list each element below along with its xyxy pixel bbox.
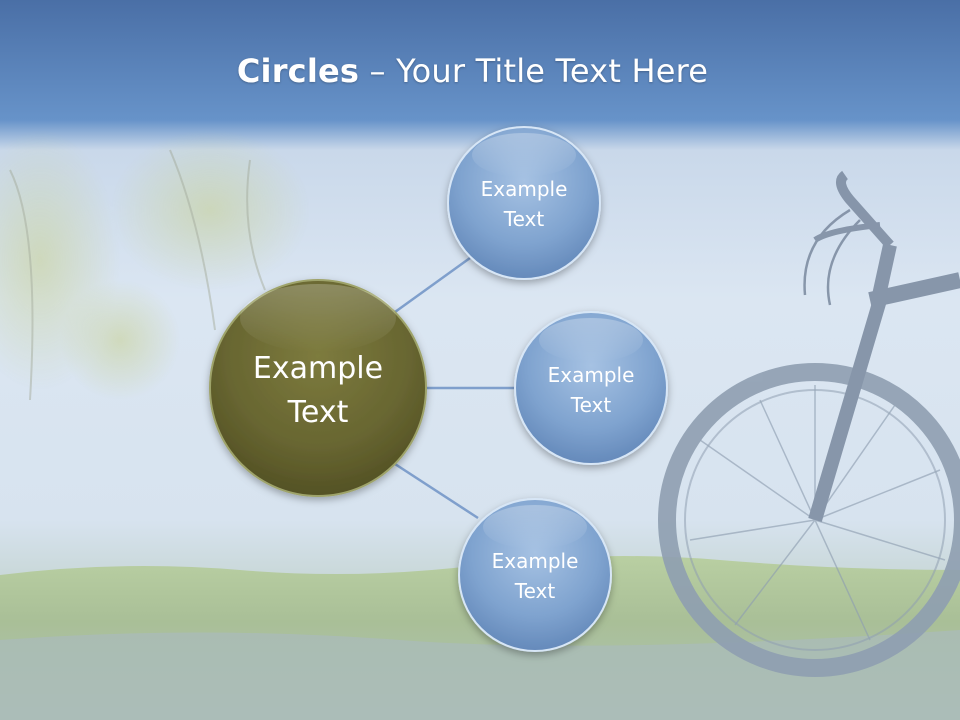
center-circle[interactable]: Example Text (209, 279, 427, 497)
center-circle-line2: Text (287, 395, 349, 430)
connector-line-top (394, 256, 471, 314)
node-circle-top[interactable]: Example Text (447, 126, 601, 280)
slide-title-rest: – Your Title Text Here (359, 52, 709, 90)
grass-field (0, 556, 960, 720)
node-middle-line1: Example (548, 363, 635, 387)
node-bottom-line2: Text (514, 579, 556, 603)
node-circle-middle[interactable]: Example Text (514, 311, 668, 465)
node-middle-line2: Text (570, 393, 612, 417)
slide-title: Circles – Your Title Text Here (0, 52, 945, 90)
tree-foliage (0, 130, 310, 401)
node-bottom-line1: Example (492, 549, 579, 573)
bicycle-silhouette (658, 170, 960, 677)
node-top-line1: Example (481, 177, 568, 201)
node-circle-bottom[interactable]: Example Text (458, 498, 612, 652)
connector-line-bottom (394, 462, 479, 520)
slide-title-bold: Circles (236, 52, 360, 90)
node-top-line2: Text (503, 207, 545, 231)
center-circle-line1: Example (253, 351, 383, 386)
